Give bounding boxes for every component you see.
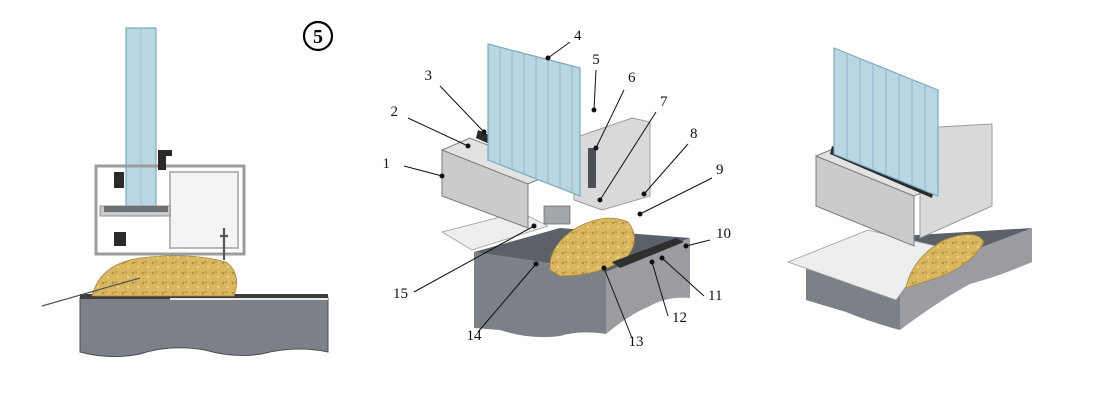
callout-pointer-2 bbox=[465, 143, 471, 149]
callout-pointer-13 bbox=[601, 265, 607, 271]
section-membrane bbox=[80, 294, 328, 299]
callout-pointer-15 bbox=[531, 223, 537, 229]
exploded-frame-box bbox=[573, 117, 651, 211]
callout-label-3: 3 bbox=[425, 68, 433, 84]
callout-leader-7 bbox=[599, 111, 657, 201]
callout-leader-9 bbox=[639, 177, 713, 215]
callout-pointer-5 bbox=[591, 107, 597, 113]
exploded-membrane bbox=[612, 238, 684, 268]
callout-label-8: 8 bbox=[690, 126, 698, 142]
callout-leader-6 bbox=[595, 89, 625, 149]
callout-leader-3 bbox=[439, 85, 485, 133]
callout-label-7: 7 bbox=[660, 94, 668, 110]
callout-label-9: 9 bbox=[716, 162, 724, 178]
callout-pointer-10 bbox=[683, 243, 689, 249]
callout-leader-12 bbox=[651, 261, 669, 317]
step-marker-number: 5 bbox=[313, 26, 323, 48]
callout-label-12: 12 bbox=[672, 310, 687, 326]
callout-label-14: 14 bbox=[467, 328, 483, 344]
section-gasket-top-left bbox=[114, 172, 124, 188]
callout-leader-8 bbox=[643, 143, 689, 195]
exploded-substrate-right bbox=[606, 238, 690, 334]
callout-leader-5 bbox=[593, 69, 597, 111]
callout-leader-11 bbox=[661, 257, 705, 297]
section-gasket-top-right bbox=[158, 150, 172, 170]
section-frame-outer bbox=[94, 164, 246, 256]
exploded-panel bbox=[440, 43, 690, 338]
callout-label-10: 10 bbox=[716, 226, 731, 242]
callout-leader-13 bbox=[603, 267, 633, 339]
callout-label-1: 1 bbox=[383, 156, 391, 172]
callout-pointer-7 bbox=[597, 197, 603, 203]
exploded-bracket bbox=[543, 205, 571, 225]
section-sealing-line bbox=[41, 277, 141, 307]
exploded-screw bbox=[588, 148, 596, 188]
section-anchor bbox=[220, 228, 228, 260]
callout-pointer-6 bbox=[593, 145, 599, 151]
section-screw bbox=[104, 206, 168, 212]
callout-leader-14 bbox=[477, 263, 537, 333]
callout-pointer-9 bbox=[637, 211, 643, 217]
assembled-substrate-right bbox=[900, 228, 1032, 330]
assembled-panel bbox=[786, 47, 1032, 330]
assembled-foam bbox=[905, 234, 985, 289]
callout-pointer-8 bbox=[641, 191, 647, 197]
callout-pointer-12 bbox=[649, 259, 655, 265]
section-panel bbox=[41, 27, 329, 358]
callout-leader-4 bbox=[547, 41, 571, 59]
callout-leaders bbox=[403, 41, 713, 339]
callout-label-2: 2 bbox=[391, 104, 399, 120]
step-marker-circle bbox=[302, 20, 334, 52]
callout-label-11: 11 bbox=[708, 288, 722, 304]
callout-pointer-1 bbox=[439, 173, 445, 179]
exploded-glass-ribs bbox=[499, 47, 573, 193]
callout-leader-1 bbox=[403, 165, 443, 177]
callout-pointer-14 bbox=[533, 261, 539, 267]
callout-pointer-3 bbox=[481, 129, 487, 135]
callout-leader-10 bbox=[685, 239, 711, 247]
callout-pointer-11 bbox=[659, 255, 665, 261]
exploded-glass bbox=[487, 43, 581, 197]
section-gasket-bottom bbox=[114, 232, 126, 246]
step-marker: 5 bbox=[302, 20, 334, 52]
callout-label-15: 15 bbox=[393, 286, 408, 302]
callout-pointer-4 bbox=[545, 55, 551, 61]
callout-label-6: 6 bbox=[628, 70, 636, 86]
callout-leader-15 bbox=[413, 225, 535, 293]
callout-label-5: 5 bbox=[592, 52, 600, 68]
assembled-glass-ribs bbox=[846, 53, 926, 190]
callout-label-4: 4 bbox=[574, 28, 582, 44]
section-foam bbox=[91, 255, 238, 297]
section-substrate bbox=[79, 297, 329, 358]
callout-label-13: 13 bbox=[629, 334, 644, 350]
callout-leader-2 bbox=[407, 117, 469, 147]
